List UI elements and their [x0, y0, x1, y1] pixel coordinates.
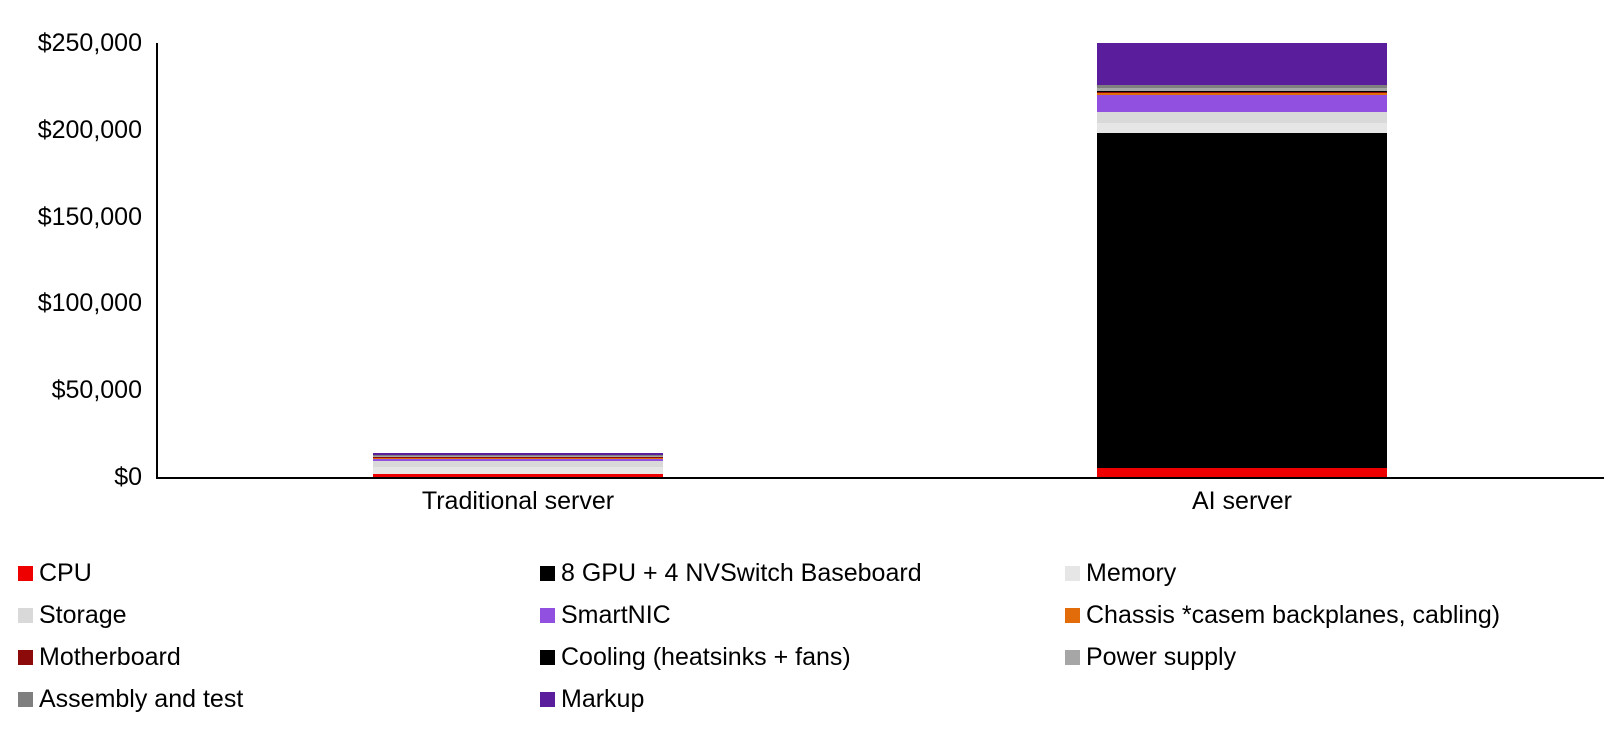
bar-segment-chassis-casem-backplanes-cabling	[373, 458, 663, 459]
legend-swatch-icon	[18, 691, 33, 707]
bar-segment-storage	[373, 461, 663, 468]
bar-segment-smartnic	[373, 458, 663, 462]
y-axis-tick-label: $100,000	[37, 289, 142, 318]
bar-segment-cpu	[373, 474, 663, 477]
ai-server-bar	[1097, 43, 1387, 477]
bar-segment-assembly-and-test	[373, 455, 663, 457]
legend-swatch-icon	[540, 649, 555, 665]
legend-item-8-gpu-4-nvswitch-baseboard: 8 GPU + 4 NVSwitch Baseboard	[540, 552, 1065, 594]
y-axis-tick-label: $0	[114, 463, 142, 491]
legend-swatch-icon	[1065, 649, 1080, 665]
bar-segment-cooling-heatsinks-fans	[1097, 90, 1387, 93]
x-axis-category-label: Traditional server	[421, 487, 615, 515]
legend-swatch-icon	[1065, 565, 1080, 581]
legend-swatch-icon	[540, 607, 555, 623]
legend-label: Storage	[39, 600, 127, 629]
legend-swatch-icon	[540, 565, 555, 581]
legend-swatch-icon	[18, 607, 33, 623]
bar-segment-power-supply	[373, 456, 663, 457]
y-axis-tick-label: $200,000	[37, 115, 142, 144]
bar-segment-8-gpu-4-nvswitch-baseboard	[1097, 133, 1387, 469]
bar-segment-memory	[1097, 122, 1387, 134]
legend-item-smartnic: SmartNIC	[540, 594, 1065, 636]
legend-swatch-icon	[540, 691, 555, 707]
legend-item-chassis-casem-backplanes-cabling: Chassis *casem backplanes, cabling)	[1065, 594, 1608, 636]
legend-label: Motherboard	[39, 642, 181, 671]
bar-segment-smartnic	[1097, 95, 1387, 113]
legend-item-motherboard: Motherboard	[18, 636, 540, 678]
legend-label: Chassis *casem backplanes, cabling)	[1086, 600, 1501, 629]
legend-label: Power supply	[1086, 642, 1237, 671]
legend-label: Cooling (heatsinks + fans)	[561, 642, 851, 671]
bar-segment-power-supply	[1097, 88, 1387, 91]
y-axis-tick-label: $250,000	[37, 29, 142, 57]
bar-segment-storage	[1097, 112, 1387, 123]
y-axis-tick-label: $150,000	[37, 202, 142, 231]
legend-item-markup: Markup	[540, 678, 1065, 720]
plot-area	[156, 43, 1604, 479]
bar-segment-cpu	[1097, 468, 1387, 477]
bar-segment-memory	[373, 467, 663, 475]
legend-label: 8 GPU + 4 NVSwitch Baseboard	[561, 558, 922, 587]
legend-item-storage: Storage	[18, 594, 540, 636]
legend-label: Assembly and test	[39, 684, 244, 713]
legend-label: CPU	[39, 558, 92, 587]
bar-segment-cooling-heatsinks-fans	[373, 456, 663, 458]
legend-item-memory: Memory	[1065, 552, 1608, 594]
legend-swatch-icon	[18, 565, 33, 581]
legend-item-cpu: CPU	[18, 552, 540, 594]
legend-swatch-icon	[1065, 607, 1080, 623]
bar-segment-markup	[1097, 43, 1387, 85]
bar-segment-motherboard	[373, 457, 663, 459]
traditional-server-bar	[373, 452, 663, 477]
y-axis-tick-label: $50,000	[51, 376, 142, 405]
legend-item-cooling-heatsinks-fans: Cooling (heatsinks + fans)	[540, 636, 1065, 678]
bar-segment-markup	[373, 452, 663, 456]
bar-segment-assembly-and-test	[1097, 84, 1387, 89]
legend-swatch-icon	[18, 649, 33, 665]
legend-item-power-supply: Power supply	[1065, 636, 1608, 678]
legend-label: Memory	[1086, 558, 1177, 587]
x-axis-category-label: AI server	[1191, 487, 1293, 515]
legend-label: Markup	[561, 684, 645, 713]
legend-label: SmartNIC	[561, 600, 671, 629]
bar-segment-chassis-casem-backplanes-cabling	[1097, 93, 1387, 96]
legend-item-assembly-and-test: Assembly and test	[18, 678, 540, 720]
bar-segment-motherboard	[1097, 92, 1387, 94]
